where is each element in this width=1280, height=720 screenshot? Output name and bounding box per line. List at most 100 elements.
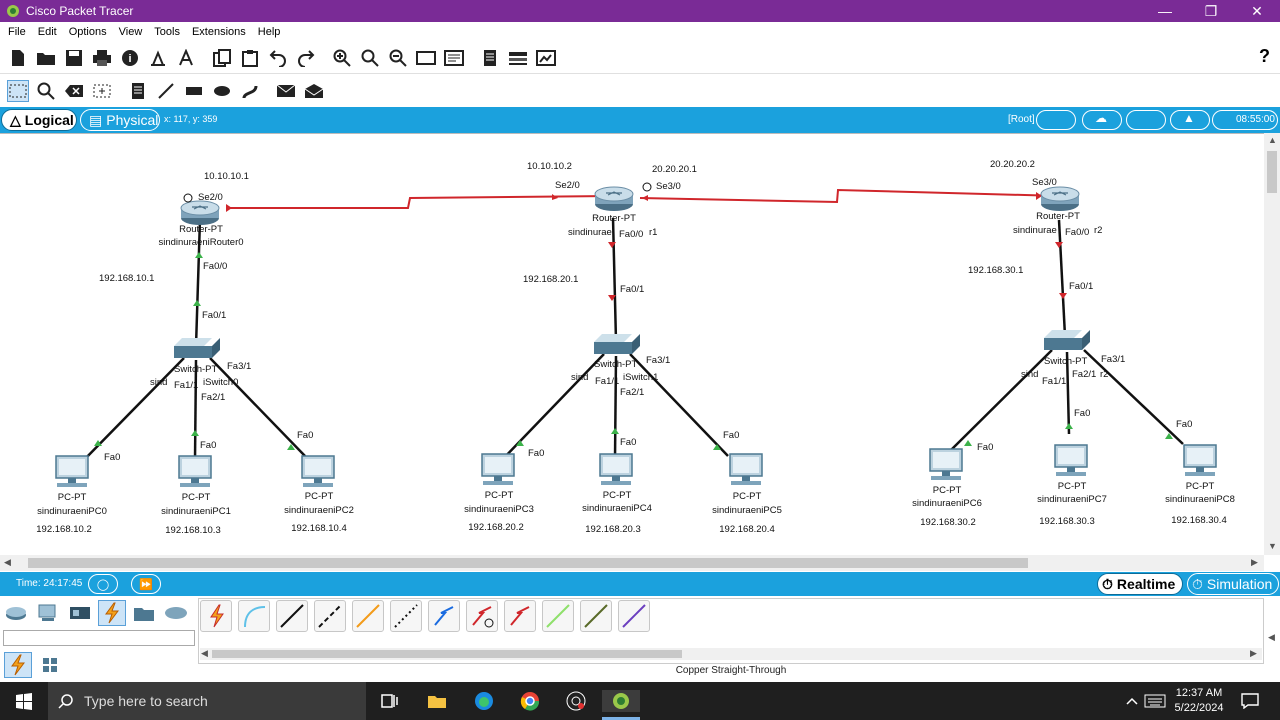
edge-browser-icon[interactable]	[472, 690, 496, 712]
octal-cable-icon[interactable]	[542, 600, 574, 632]
palette-scroll-up-icon[interactable]: ◀	[1268, 632, 1275, 642]
copy-icon[interactable]	[211, 47, 233, 69]
print-icon[interactable]	[91, 47, 113, 69]
redo-icon[interactable]	[295, 47, 317, 69]
keyboard-icon[interactable]	[1143, 690, 1167, 712]
windows-start-icon[interactable]	[12, 690, 36, 712]
text-tool-icon[interactable]	[507, 47, 529, 69]
automatic-connection-icon[interactable]	[200, 600, 232, 632]
ellipse-icon[interactable]	[211, 80, 233, 102]
tray-chevron-icon[interactable]	[1120, 690, 1144, 712]
close-button[interactable]: ✕	[1251, 2, 1263, 19]
menu-tools[interactable]: Tools	[154, 26, 180, 38]
wireless-wizard-icon[interactable]	[147, 47, 169, 69]
freeform-icon[interactable]	[239, 80, 261, 102]
tab-physical[interactable]: ▤ Physical	[80, 109, 160, 131]
menu-edit[interactable]: Edit	[37, 26, 57, 38]
menu-view[interactable]: View	[118, 26, 143, 38]
zoom-in-icon[interactable]	[331, 47, 353, 69]
console-cable-icon[interactable]	[238, 600, 270, 632]
phone-cable-icon[interactable]	[390, 600, 422, 632]
new-cluster-button[interactable]	[1036, 110, 1076, 130]
multiuser-icon[interactable]	[162, 600, 190, 626]
tab-realtime[interactable]: ⏱ Realtime	[1097, 573, 1183, 595]
grid-icon[interactable]	[36, 652, 64, 678]
scroll-right-icon[interactable]: ▶	[1250, 648, 1257, 658]
network-devices-icon[interactable]	[2, 600, 30, 626]
copper-cross-over-icon[interactable]	[314, 600, 346, 632]
scroll-up-icon[interactable]: ▲	[1268, 135, 1277, 145]
zoom-reset-icon[interactable]	[359, 47, 381, 69]
scroll-thumb[interactable]	[1267, 151, 1277, 193]
connection-panel-scrollbar[interactable]: ◀ ▶	[200, 648, 1262, 660]
undo-icon[interactable]	[267, 47, 289, 69]
scroll-right-icon[interactable]: ▶	[1251, 557, 1258, 567]
open-folder-icon[interactable]	[35, 47, 57, 69]
fast-forward-button[interactable]: ⏩	[131, 574, 161, 594]
serial-dce-icon[interactable]	[466, 600, 498, 632]
obs-recorder-icon[interactable]	[564, 690, 588, 712]
misc-icon[interactable]	[130, 600, 158, 626]
info-icon[interactable]: i	[119, 47, 141, 69]
set-background-button[interactable]: ▲	[1170, 110, 1210, 130]
inspect-icon[interactable]	[35, 80, 57, 102]
usb-cable-icon[interactable]	[618, 600, 650, 632]
delete-icon[interactable]	[63, 80, 85, 102]
scroll-down-icon[interactable]: ▼	[1268, 541, 1277, 551]
menu-options[interactable]: Options	[68, 26, 107, 38]
line-icon[interactable]	[155, 80, 177, 102]
packet-tracer-taskbar-icon[interactable]	[602, 690, 640, 712]
copper-straight-through-icon[interactable]	[276, 600, 308, 632]
save-icon[interactable]	[63, 47, 85, 69]
menu-help[interactable]: Help	[257, 26, 281, 38]
paste-icon[interactable]	[239, 47, 261, 69]
chrome-browser-icon[interactable]	[518, 690, 542, 712]
fiber-icon[interactable]	[352, 600, 384, 632]
menu-extensions[interactable]: Extensions	[191, 26, 246, 38]
logical-workspace[interactable]: 10.10.10.1 10.10.10.2 20.20.20.1 20.20.2…	[0, 133, 1264, 555]
connections-icon[interactable]	[98, 600, 126, 626]
resize-icon[interactable]	[535, 47, 557, 69]
add-simple-pdu-icon[interactable]	[275, 80, 297, 102]
task-view-icon[interactable]	[378, 690, 402, 712]
connections-subcategory-icon[interactable]	[4, 652, 32, 678]
serial-dte-icon[interactable]	[504, 600, 536, 632]
minimize-button[interactable]: —	[1158, 3, 1172, 19]
network-info-icon[interactable]	[175, 47, 197, 69]
tab-logical[interactable]: △ Logical	[1, 109, 77, 131]
move-object-button[interactable]	[1126, 110, 1166, 130]
palette-search-input[interactable]	[3, 630, 195, 646]
root-breadcrumb[interactable]: [Root]	[1008, 114, 1035, 125]
zoom-out-icon[interactable]	[387, 47, 409, 69]
coaxial-cable-icon[interactable]	[428, 600, 460, 632]
custom-device-icon[interactable]	[443, 47, 465, 69]
resize-shape-icon[interactable]	[91, 80, 113, 102]
note-icon[interactable]	[127, 80, 149, 102]
taskbar-search-box[interactable]: Type here to search	[48, 682, 366, 720]
cloud-button[interactable]: ☁	[1082, 110, 1122, 130]
restore-button[interactable]: ❐	[1204, 2, 1218, 19]
scroll-thumb[interactable]	[212, 650, 682, 658]
drawing-palette-icon[interactable]	[415, 47, 437, 69]
workspace-horizontal-scrollbar[interactable]: ◀ ▶	[0, 555, 1264, 571]
iot-custom-cable-icon[interactable]	[580, 600, 612, 632]
add-complex-pdu-icon[interactable]	[303, 80, 325, 102]
scroll-left-icon[interactable]: ◀	[4, 557, 11, 567]
notification-icon[interactable]	[1238, 690, 1262, 712]
clock-pill[interactable]	[1212, 110, 1278, 130]
scroll-left-icon[interactable]: ◀	[201, 648, 208, 658]
file-explorer-icon[interactable]	[425, 690, 449, 712]
menu-file[interactable]: File	[8, 26, 26, 38]
workspace-vertical-scrollbar[interactable]: ▲ ▼	[1264, 133, 1280, 555]
scroll-thumb[interactable]	[28, 558, 1028, 568]
viewport-icon[interactable]	[479, 47, 501, 69]
rectangle-icon[interactable]	[183, 80, 205, 102]
tab-simulation[interactable]: ⏱ Simulation	[1187, 573, 1279, 595]
new-file-icon[interactable]	[7, 47, 29, 69]
select-tool-icon[interactable]	[7, 80, 29, 102]
power-cycle-button[interactable]: ◯	[88, 574, 118, 594]
components-icon[interactable]	[66, 600, 94, 626]
taskbar-clock[interactable]: 12:37 AM 5/22/2024	[1170, 686, 1228, 716]
help-icon[interactable]: ?	[1259, 46, 1270, 66]
end-devices-icon[interactable]	[34, 600, 62, 626]
